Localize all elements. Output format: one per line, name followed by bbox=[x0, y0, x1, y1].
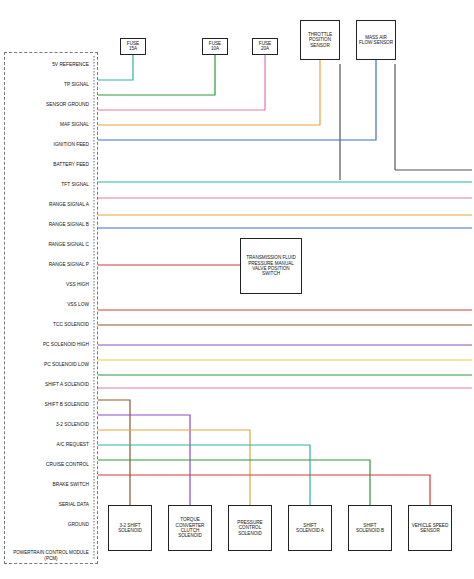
switch-box: TRANSMISSION FLUID PRESSURE MANUAL VALVE… bbox=[240, 238, 302, 294]
node-text: TORQUE CONVERTER CLUTCH SOLENOID bbox=[171, 517, 209, 538]
pin-label: TP SIGNAL bbox=[6, 82, 90, 87]
solenoid-box: SHIFT SOLENOID A bbox=[288, 505, 332, 551]
pin-label: MAF SIGNAL bbox=[6, 122, 90, 127]
solenoid-box: SHIFT SOLENOID B bbox=[348, 505, 392, 551]
pin-label: RANGE SIGNAL C bbox=[6, 242, 90, 247]
node-text: FUSE 15A bbox=[123, 41, 143, 52]
sensor-box: THROTTLE POSITION SENSOR bbox=[300, 20, 340, 60]
pin-label: RANGE SIGNAL P bbox=[6, 262, 90, 267]
pin-label: SHIFT A SOLENOID bbox=[6, 382, 90, 387]
pin-label: BRAKE SWITCH bbox=[6, 482, 90, 487]
solenoid-box: PRESSURE CONTROL SOLENOID bbox=[228, 505, 272, 551]
pin-label: IGNITION FEED bbox=[6, 142, 90, 147]
pin-label: 3-2 SOLENOID bbox=[6, 422, 90, 427]
sensor-box: MASS AIR FLOW SENSOR bbox=[356, 20, 396, 60]
pin-label: A/C REQUEST bbox=[6, 442, 90, 447]
wire-connector bbox=[98, 55, 265, 110]
wire-connector bbox=[98, 400, 130, 505]
fuse-box: FUSE 10A bbox=[202, 38, 228, 55]
pin-label: PC SOLENOID HIGH bbox=[6, 342, 90, 347]
pin-label: RANGE SIGNAL B bbox=[6, 222, 90, 227]
pin-label: VSS LOW bbox=[6, 302, 90, 307]
sensor-box: VEHICLE SPEED SENSOR bbox=[408, 505, 452, 551]
wire-connector bbox=[98, 60, 376, 140]
node-text: POWERTRAIN CONTROL MODULE (PCM) bbox=[7, 550, 95, 561]
pin-label: VSS HIGH bbox=[6, 282, 90, 287]
wire-connector bbox=[98, 460, 370, 505]
pin-label: 5V REFERENCE bbox=[6, 62, 90, 67]
node-text: PRESSURE CONTROL SOLENOID bbox=[231, 520, 269, 536]
pin-label: BATTERY FEED bbox=[6, 162, 90, 167]
node-text: 3-2 SHIFT SOLENOID bbox=[111, 523, 149, 534]
fuse-box: FUSE 20A bbox=[252, 38, 278, 55]
node-text: FUSE 10A bbox=[205, 41, 225, 52]
node-text: SHIFT SOLENOID B bbox=[351, 523, 389, 534]
node-text: THROTTLE POSITION SENSOR bbox=[303, 32, 337, 48]
pin-label: CRUISE CONTROL bbox=[6, 462, 90, 467]
pin-label: TFT SIGNAL bbox=[6, 182, 90, 187]
solenoid-box: 3-2 SHIFT SOLENOID bbox=[108, 505, 152, 551]
pin-label: TCC SOLENOID bbox=[6, 322, 90, 327]
wire-connector bbox=[98, 430, 250, 505]
fuse-box: FUSE 15A bbox=[120, 38, 146, 55]
wire-connector bbox=[98, 60, 320, 125]
wire-connector bbox=[98, 264, 240, 265]
pin-label: RANGE SIGNAL A bbox=[6, 202, 90, 207]
node-text: VEHICLE SPEED SENSOR bbox=[411, 523, 449, 534]
pin-label: GROUND bbox=[6, 522, 90, 527]
pin-label: SERIAL DATA bbox=[6, 502, 90, 507]
pin-label: PC SOLENOID LOW bbox=[6, 362, 90, 367]
wire-connector bbox=[98, 55, 133, 80]
wire-connector bbox=[98, 475, 430, 505]
node-text: TRANSMISSION FLUID PRESSURE MANUAL VALVE… bbox=[243, 255, 299, 276]
node-text: FUSE 20A bbox=[255, 41, 275, 52]
pin-label: SHIFT B SOLENOID bbox=[6, 402, 90, 407]
pin-label: SENSOR GROUND bbox=[6, 102, 90, 107]
wire-connector bbox=[98, 55, 215, 95]
solenoid-box: TORQUE CONVERTER CLUTCH SOLENOID bbox=[168, 505, 212, 551]
node-text: MASS AIR FLOW SENSOR bbox=[359, 35, 393, 46]
node-text: SHIFT SOLENOID A bbox=[291, 523, 329, 534]
